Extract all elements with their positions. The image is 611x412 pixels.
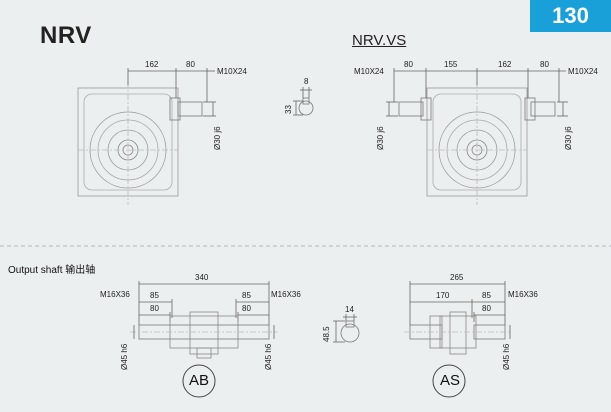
as-label-circle [432,364,466,398]
nrv-gearbox-drawing [77,68,216,205]
dim-80: 80 [186,60,195,69]
vs-dim-162: 162 [498,60,512,69]
ab-dim-total: 340 [195,273,209,282]
ab-shaft-drawing [130,281,278,359]
title-nrv-vs: NRV.VS [352,32,407,49]
key-detail-drawing [293,87,314,116]
key2-detail-drawing [333,314,360,343]
as-dim-85: 85 [482,291,491,300]
vs-dim-155: 155 [444,60,458,69]
ab-diameter-left: Ø45 h6 [120,343,129,370]
ab-dim-80-right: 80 [242,304,251,313]
ab-dim-85-right: 85 [242,291,251,300]
as-shaft-drawing [404,281,512,355]
as-dim-170: 170 [436,291,450,300]
ab-thread-right: M16X36 [271,290,301,299]
title-nrv: NRV [40,22,92,49]
vs-dim-80-left: 80 [404,60,413,69]
ab-diameter-right: Ø45 h6 [264,343,273,370]
ab-thread-left: M16X36 [100,290,130,299]
vs-dim-80-right: 80 [540,60,549,69]
key-width: 8 [304,77,309,86]
as-diameter: Ø45 h6 [502,343,511,370]
vs-shaft-dia-left: Ø30 j6 [376,126,385,150]
vs-thread-left: M10X24 [354,67,384,76]
nrvvs-gearbox-drawing [386,68,568,205]
ab-dim-80-left: 80 [150,304,159,313]
as-dim-total: 265 [450,273,464,282]
as-label: AS [440,372,461,389]
ab-dim-85-left: 85 [150,291,159,300]
key2-height: 48.5 [322,326,331,342]
as-dim-80: 80 [482,304,491,313]
dim-thread: M10X24 [217,67,247,76]
as-thread: M16X36 [508,290,538,299]
vs-shaft-dia-right: Ø30 j6 [564,126,573,150]
dim-shaft-diameter: Ø30 j6 [213,126,222,150]
ab-label: AB [189,372,210,389]
key-height: 33 [284,105,293,114]
ab-label-circle [182,364,216,398]
key2-width: 14 [345,305,354,314]
page-number-badge: 130 [530,0,611,32]
dim-162: 162 [145,60,159,69]
vs-thread-right: M10X24 [568,67,598,76]
output-shaft-label: Output shaft 输出轴 [8,265,96,276]
